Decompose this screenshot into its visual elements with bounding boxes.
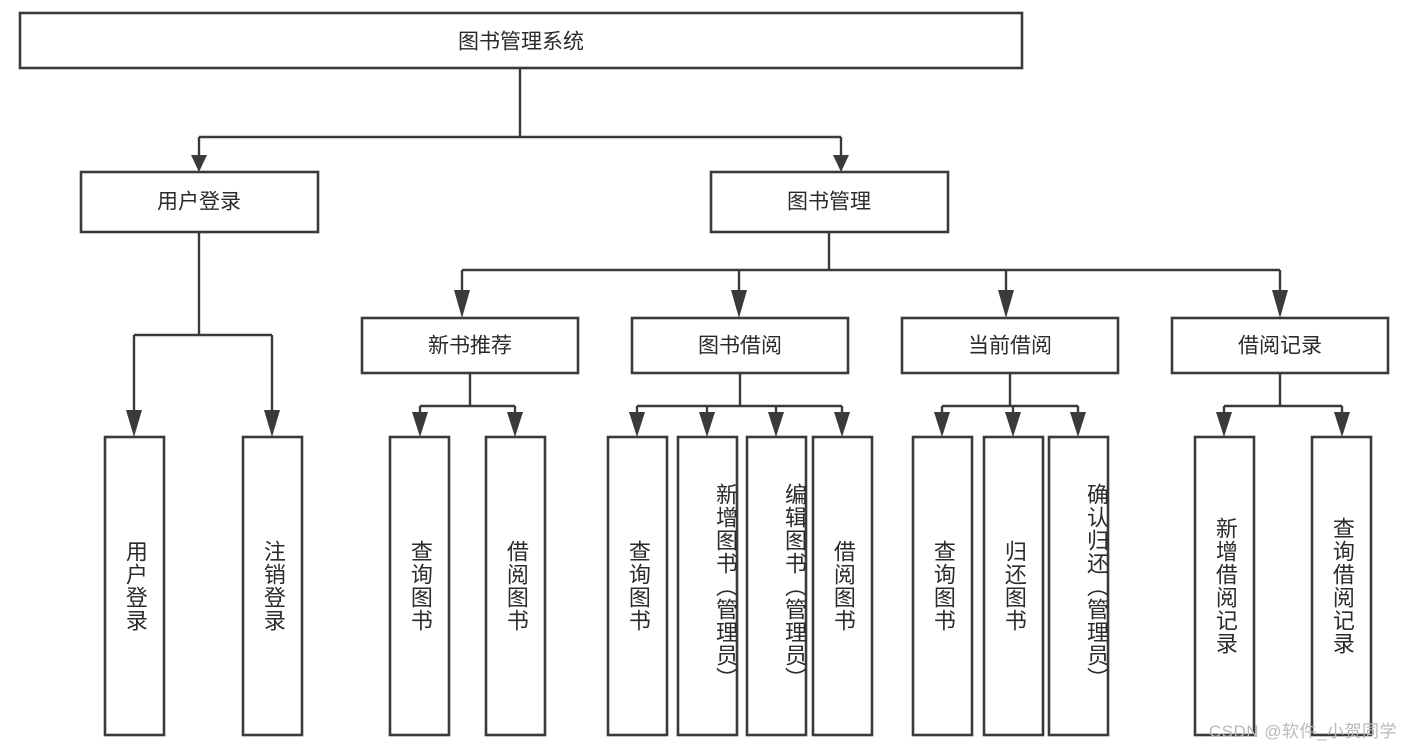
node-new-book-recommend[interactable] [360,316,580,375]
leaf-user-login-login[interactable] [103,435,166,737]
connector-root-to-level2 [191,68,849,172]
connector-bookborrow-to-leaves [629,373,850,437]
connector-userlogin-to-leaves [126,232,280,437]
node-borrow-record[interactable] [1170,316,1390,375]
node-book-borrow[interactable] [630,316,850,375]
leaf-currentborrow-return-book[interactable] [982,435,1045,737]
node-book-borrow-label: 图书借阅 [698,335,782,358]
node-new-book-recommend-label: 新书推荐 [428,335,512,358]
node-book-management[interactable] [709,170,950,234]
connector-newbook-to-leaves [412,373,523,437]
leaf-user-login-logout[interactable] [241,435,304,737]
node-user-login[interactable] [79,170,320,234]
node-root-book-management-system[interactable] [18,11,1024,70]
leaf-currentborrow-query-book[interactable] [911,435,974,737]
connector-borrowrecord-to-leaves [1216,373,1350,437]
leaf-borrowrecord-add-record[interactable] [1193,435,1256,737]
leaf-bookborrow-edit-book-admin[interactable] [745,435,808,737]
connector-bookmgmt-to-level3 [454,232,1288,318]
connector-currentborrow-to-leaves [934,373,1086,437]
node-current-borrow[interactable] [900,316,1120,375]
node-borrow-record-label: 借阅记录 [1238,335,1322,358]
leaf-newbook-borrow-book[interactable] [484,435,547,737]
node-user-login-label: 用户登录 [157,191,241,214]
leaf-newbook-query-book[interactable] [388,435,451,737]
leaf-borrowrecord-query-record[interactable] [1310,435,1373,737]
leaf-bookborrow-add-book-admin[interactable] [676,435,739,737]
leaf-bookborrow-borrow-book[interactable] [811,435,874,737]
leaf-currentborrow-confirm-return-admin[interactable] [1047,435,1110,737]
node-root-label: 图书管理系统 [458,31,584,54]
node-current-borrow-label: 当前借阅 [968,335,1052,358]
leaf-bookborrow-query-book[interactable] [606,435,669,737]
csdn-watermark: CSDN @软件_小贺同学 [1208,722,1397,741]
node-book-management-label: 图书管理 [787,191,871,214]
